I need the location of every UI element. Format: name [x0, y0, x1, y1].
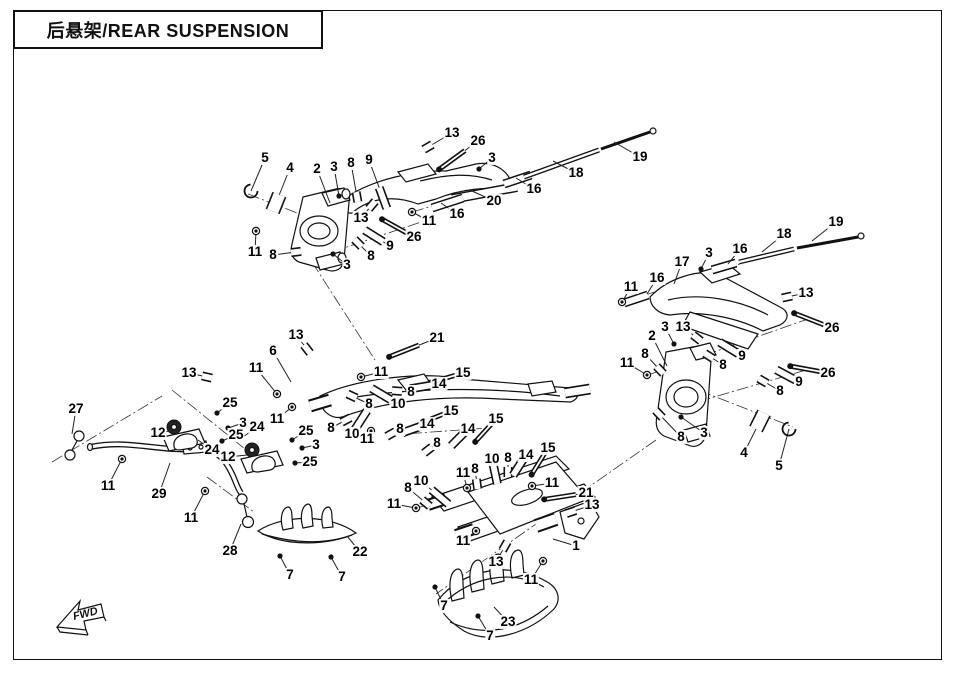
skid-plate-large	[437, 549, 559, 638]
bushing-clamp-right	[240, 442, 284, 474]
bushing-clamp-left	[162, 419, 206, 452]
stabilizer-bar	[86, 440, 244, 495]
fwd-arrow: FWD	[55, 598, 107, 636]
stabilizer-link-right	[236, 493, 255, 529]
skid-plate-small	[256, 503, 358, 544]
left-knuckle	[290, 187, 351, 272]
left-long-bolts	[523, 127, 657, 180]
middle-upper-arm	[308, 373, 591, 419]
fwd-label: FWD	[72, 605, 99, 623]
right-knuckle	[655, 342, 717, 447]
page-frame	[13, 10, 942, 660]
stabilizer-link-left	[64, 430, 85, 461]
title-box: 后悬架/REAR SUSPENSION	[13, 10, 323, 49]
page-title: 后悬架/REAR SUSPENSION	[46, 20, 290, 41]
upper-right-arm	[622, 232, 865, 350]
